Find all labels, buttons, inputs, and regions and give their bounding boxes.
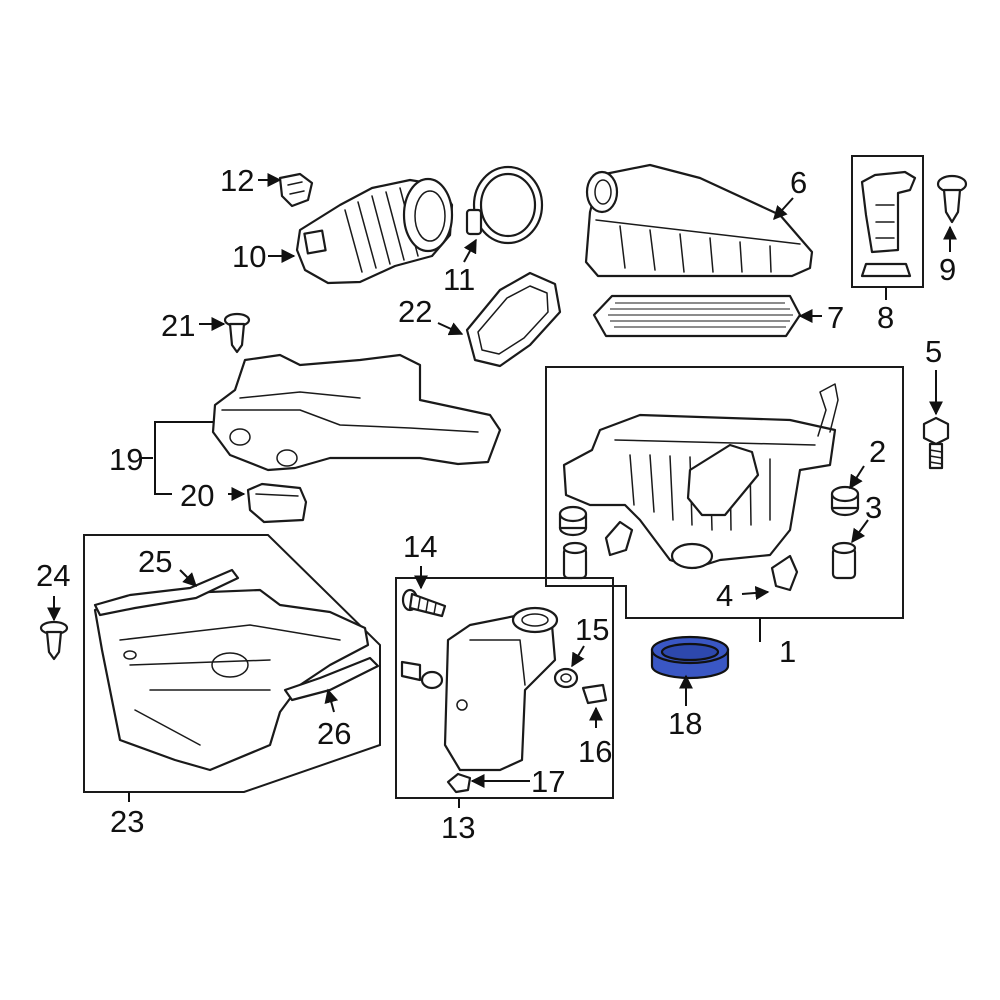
callout-23: 23 [110,804,144,839]
callout-9: 9 [939,252,956,287]
part-25-seal-strip [93,568,240,617]
callout-3: 3 [865,490,882,525]
callout-21: 21 [161,308,195,343]
callout-25: 25 [138,544,172,579]
part-10-intake-duct [295,177,454,285]
part-20-grommet [246,482,308,524]
callout-5: 5 [925,334,942,369]
callout-4: 4 [716,578,733,613]
callout-14: 14 [403,529,437,564]
callout-13: 13 [441,810,475,845]
callout-20: 20 [180,478,214,513]
group-box-under-cover [83,534,381,793]
part-6-air-cleaner-cover [584,163,814,278]
group-box-air-cleaner-case [545,366,904,619]
part-17-clip [446,772,472,794]
part-13-resonator [400,606,559,772]
part-3-collar [562,541,857,580]
part-9-push-clip [936,174,968,224]
part-7-air-filter [592,294,802,338]
callout-7: 7 [827,300,844,335]
part-18-highlighted-seal [650,635,730,680]
part-22-seal [465,271,562,368]
part-1-air-cleaner-case [562,383,839,570]
callout-8: 8 [877,300,894,335]
callout-16: 16 [578,734,612,769]
part-12-clip [278,172,314,208]
callout-11: 11 [443,262,475,297]
callout-2: 2 [869,434,886,469]
callout-10: 10 [232,239,266,274]
callout-19: 19 [109,442,143,477]
part-19-intake-duct [211,353,502,472]
part-11-hose-clamp [465,165,544,245]
callout-6: 6 [790,165,807,200]
part-5-bolt [922,416,950,470]
part-2-grommet [558,485,860,537]
callout-24: 24 [36,558,70,593]
part-4-clip [604,520,799,592]
group-box-sensor [851,155,924,288]
callout-12: 12 [220,163,254,198]
leader-lines [47,173,957,808]
callout-17: 17 [531,764,565,799]
part-26-seal-strip [283,656,380,702]
group-box-resonator [395,577,614,799]
callout-15: 15 [575,612,609,647]
callout-18: 18 [668,706,702,741]
part-21-clip [223,312,251,354]
part-15-grommet [553,667,579,689]
part-14-bolt [401,588,447,618]
callout-26: 26 [317,716,351,751]
callout-1: 1 [779,634,796,669]
callout-22: 22 [398,294,432,329]
part-24-push-clip [39,620,69,661]
part-16-collar [581,683,608,705]
part-8-sensor [860,170,917,278]
callout-labels: 1 2 3 4 5 6 7 8 9 10 11 12 13 14 15 16 1… [36,163,956,845]
